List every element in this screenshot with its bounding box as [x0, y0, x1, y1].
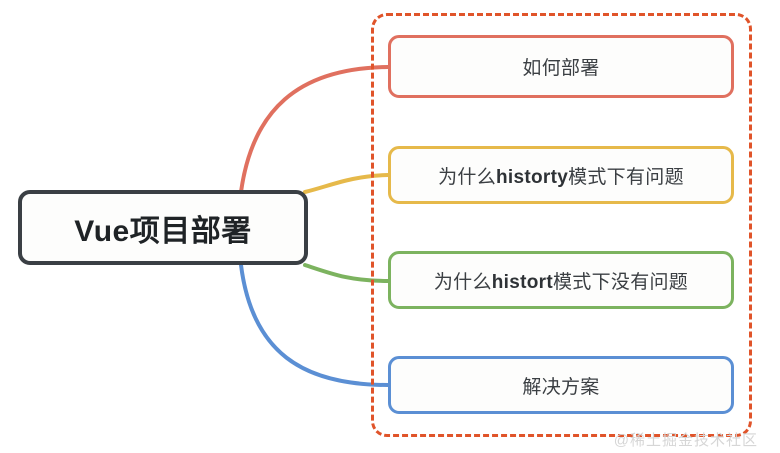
child-node-label: 为什么historty模式下有问题: [438, 162, 684, 189]
child-node-solution[interactable]: 解决方案: [388, 356, 734, 414]
branch-line-3: [303, 263, 390, 283]
child-node-label-keyword: histort: [491, 271, 553, 293]
child-node-label-suffix: 模式下有问题: [568, 166, 684, 188]
child-node-label: 为什么histort模式下没有问题: [434, 267, 688, 294]
children-group-frame: [371, 13, 752, 437]
child-node-why-history-problem[interactable]: 为什么historty模式下有问题: [388, 146, 734, 204]
root-node[interactable]: Vue项目部署: [18, 190, 308, 265]
child-node-how-to-deploy[interactable]: 如何部署: [388, 35, 734, 98]
child-node-label: 解决方案: [522, 376, 600, 398]
branch-line-1: [238, 65, 390, 202]
watermark-text: @稀土掘金技术社区: [613, 432, 758, 449]
branch-line-2: [303, 173, 390, 194]
child-node-why-histort-no-problem[interactable]: 为什么histort模式下没有问题: [388, 251, 734, 309]
child-node-label-prefix: 为什么: [433, 271, 492, 293]
child-node-label: 如何部署: [522, 58, 600, 79]
child-node-label-keyword: historty: [496, 166, 569, 188]
branch-line-4: [239, 263, 390, 387]
root-node-label: Vue项目部署: [74, 214, 252, 248]
child-node-label-prefix: 为什么: [438, 166, 496, 188]
child-node-label-suffix: 模式下没有问题: [553, 271, 689, 293]
